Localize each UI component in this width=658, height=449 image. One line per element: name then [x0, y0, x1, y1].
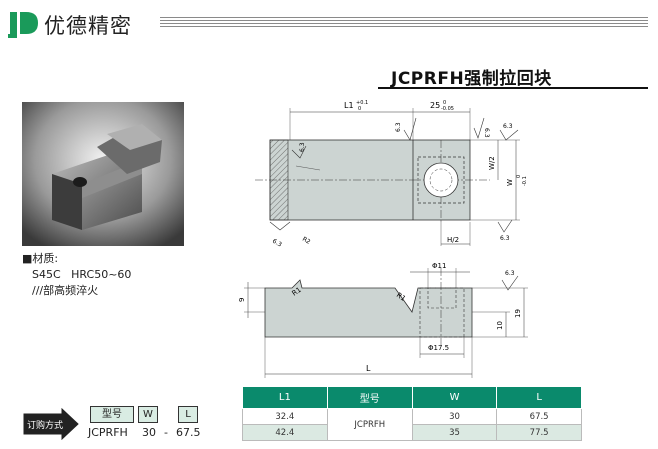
roughness-mark-1: [403, 117, 417, 141]
order-method-badge: 订购方式: [23, 408, 79, 440]
brand-name: 优德精密: [44, 14, 132, 38]
order-label-l: L: [178, 406, 198, 423]
counterbore-outline: [417, 156, 465, 204]
svg-text:R2: R2: [301, 236, 312, 246]
bore-hole: [423, 162, 459, 198]
product-photo: [22, 102, 184, 246]
roughness-mark-3: [499, 129, 519, 141]
model-cell: JCPRFH: [326, 408, 413, 441]
product-title: JCPRFH强制拉回块: [391, 69, 552, 89]
svg-text:6.3: 6.3: [503, 123, 513, 130]
material-block: ■材质: S45C HRC50~60 ///部高频淬火: [22, 251, 131, 299]
title-underline: [378, 87, 648, 89]
header-rule: [160, 17, 648, 29]
order-label-w: W: [138, 406, 158, 423]
col-model: 型号: [326, 386, 413, 409]
roughness-mark-2: [473, 117, 485, 139]
material-spec: S45C HRC50~60: [32, 268, 132, 281]
order-label-model: 型号: [90, 406, 134, 423]
order-example-w: 30: [142, 426, 156, 439]
svg-text:W: W: [506, 179, 514, 186]
table-row: 42.4 35 77.5: [242, 424, 582, 441]
svg-text:Φ17.5: Φ17.5: [428, 344, 449, 352]
svg-text:0: 0: [443, 100, 446, 106]
svg-text:6.3: 6.3: [395, 122, 402, 132]
technical-drawing: L1 +0.1 0 25 0 -0.05 6.3 6.3 6.3 W/2 W 0…: [238, 100, 528, 378]
table-header-row: L1 型号 W L: [242, 386, 582, 409]
svg-text:Φ11: Φ11: [432, 262, 446, 270]
svg-text:订购方式: 订购方式: [27, 419, 63, 431]
col-l1: L1: [242, 386, 328, 409]
svg-text:0: 0: [358, 106, 361, 112]
svg-text:R1: R1: [395, 291, 407, 303]
brand-logo-icon: [8, 12, 38, 38]
svg-text:L: L: [366, 364, 371, 373]
svg-text:19: 19: [514, 309, 522, 318]
dim-25-label: 25: [430, 101, 440, 110]
svg-text:H/2: H/2: [447, 236, 459, 244]
svg-text:-0.05: -0.05: [441, 106, 454, 112]
material-heading: ■材质:: [22, 252, 59, 265]
material-treatment: ///部高频淬火: [32, 284, 99, 297]
order-example-l: 67.5: [176, 426, 201, 439]
order-example-model: JCPRFH: [88, 426, 128, 439]
svg-text:6.3: 6.3: [500, 235, 510, 242]
svg-text:6.3: 6.3: [299, 142, 306, 152]
svg-text:0: 0: [516, 175, 522, 178]
col-l: L: [496, 386, 582, 409]
order-example-dash: -: [164, 426, 168, 439]
svg-text:6.3: 6.3: [271, 238, 283, 249]
svg-text:-0.1: -0.1: [522, 176, 528, 186]
svg-text:6.3: 6.3: [505, 270, 515, 277]
table-row: 32.4 JCPRFH 30 67.5: [242, 408, 582, 441]
spec-table: L1 型号 W L 32.4 JCPRFH 30 67.5 42.4 35 77…: [242, 386, 582, 441]
col-w: W: [411, 386, 498, 409]
svg-text:6.3: 6.3: [483, 128, 490, 138]
svg-text:9: 9: [238, 298, 246, 302]
svg-text:10: 10: [496, 321, 504, 330]
dim-l1-label: L1: [344, 101, 354, 110]
svg-text:+0.1: +0.1: [356, 100, 368, 106]
svg-text:R1: R1: [291, 286, 303, 298]
svg-text:W/2: W/2: [488, 156, 496, 170]
